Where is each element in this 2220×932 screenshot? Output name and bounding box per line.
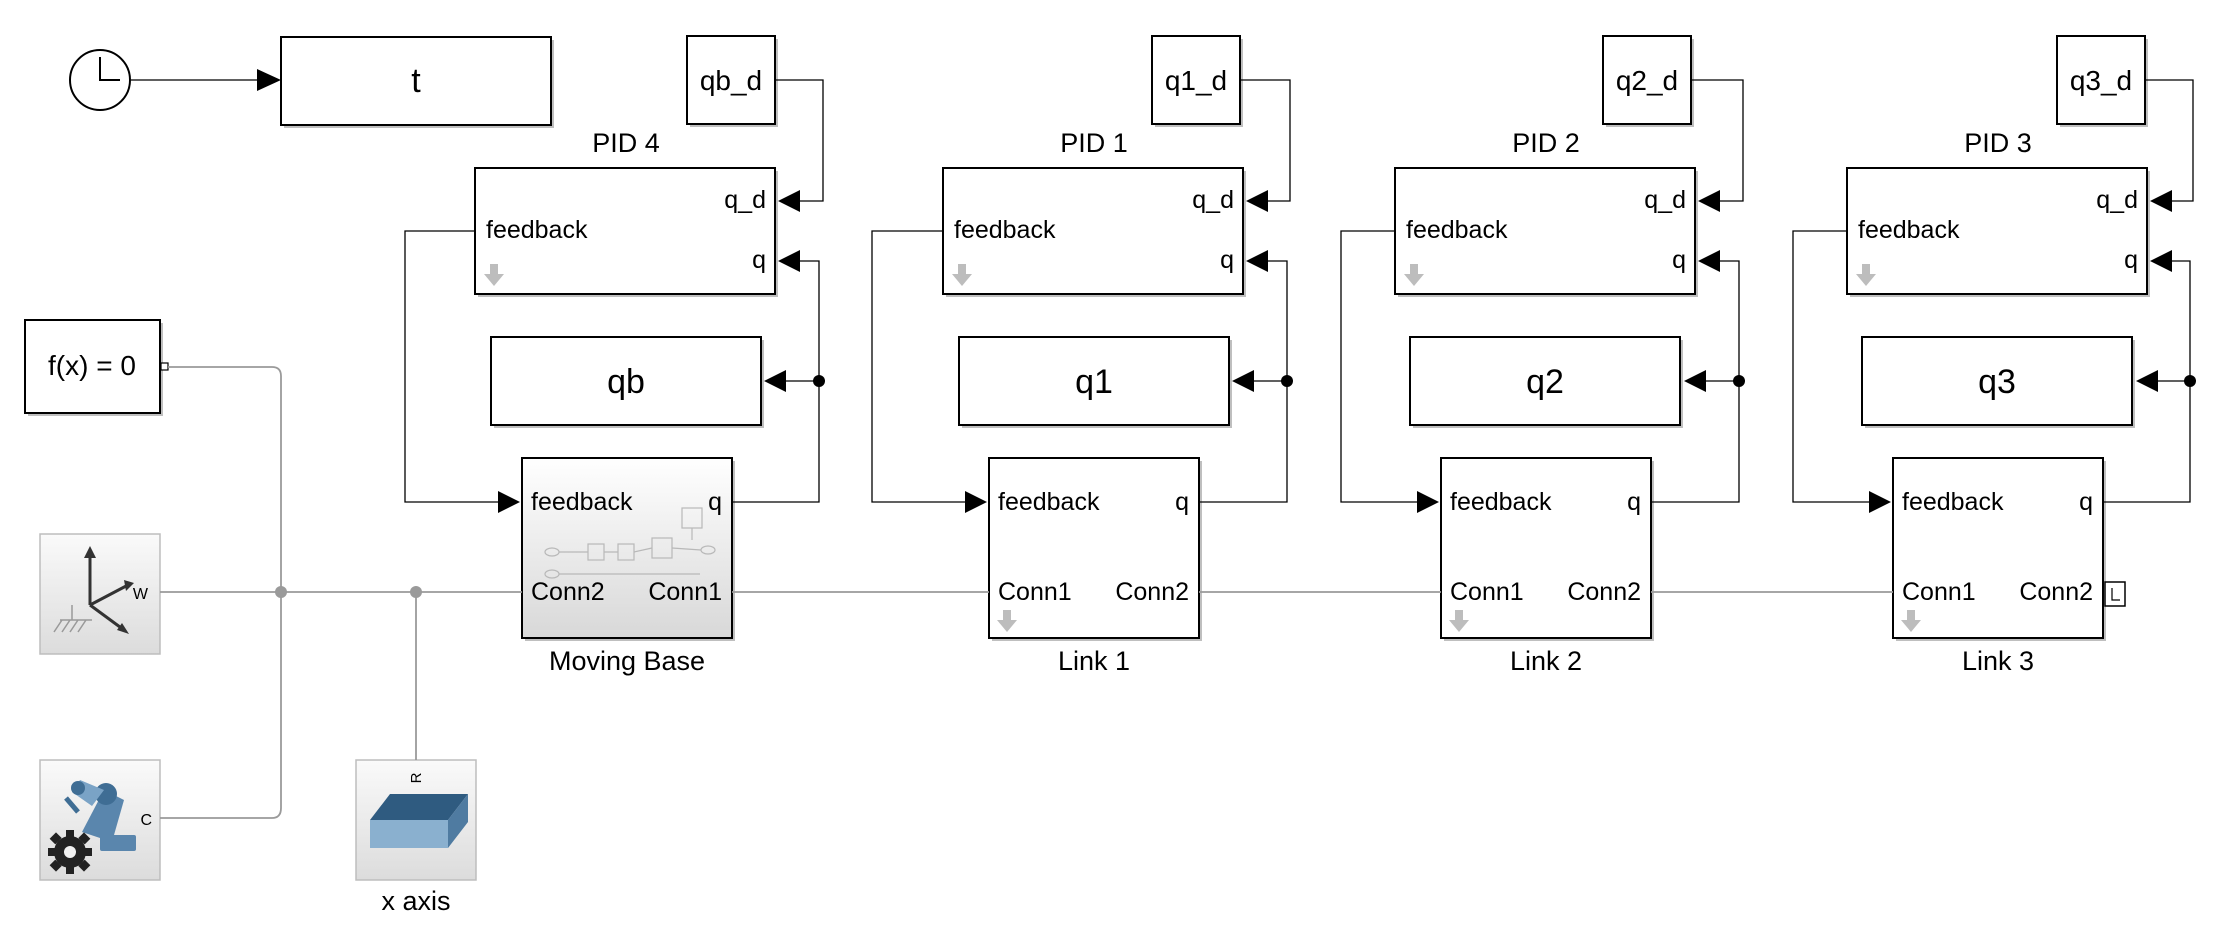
pid-port-feedback: feedback xyxy=(1858,216,1960,244)
link-port-feedback: feedback xyxy=(1450,488,1552,516)
pid-port-qd: q_d xyxy=(2096,186,2138,214)
world-frame-icon xyxy=(53,546,134,634)
link-title: Link 3 xyxy=(1962,646,2034,676)
x-axis-port-label: R xyxy=(408,772,425,783)
link-port-feedback: feedback xyxy=(998,488,1100,516)
link-port-feedback: feedback xyxy=(1902,488,2004,516)
pid1-block[interactable]: feedback q_d q xyxy=(942,167,1246,297)
pid-port-qd: q_d xyxy=(724,186,766,214)
display-label: qb xyxy=(607,363,645,401)
link-port-q: q xyxy=(2079,488,2093,516)
display-q3-block[interactable]: q3 xyxy=(1861,336,2135,428)
moving-base-port-conn-left: Conn2 xyxy=(531,578,605,606)
display-label: q3 xyxy=(1978,363,2016,401)
clock-block[interactable] xyxy=(69,49,131,111)
link-port-q: q xyxy=(1175,488,1189,516)
subsystem-preview-icon xyxy=(544,507,716,579)
pid-port-qd: q_d xyxy=(1192,186,1234,214)
pid-title: PID 3 xyxy=(1964,128,2032,158)
link3-block[interactable]: feedback q Conn1 Conn2 xyxy=(1892,457,2106,641)
pid-port-feedback: feedback xyxy=(954,216,1056,244)
world-frame-port-label: W xyxy=(133,586,149,603)
link-port-conn-right: Conn2 xyxy=(1567,578,1641,606)
down-arrow-icon xyxy=(1856,264,1876,286)
constant-label: q2_d xyxy=(1616,65,1678,96)
mechanism-config-block[interactable]: C xyxy=(39,759,161,881)
constant-q3-d[interactable]: q3_d xyxy=(2056,35,2148,127)
down-arrow-icon xyxy=(952,264,972,286)
pid-port-q: q xyxy=(752,246,766,274)
physical-connection-lines xyxy=(160,366,1893,819)
pid-port-feedback: feedback xyxy=(1406,216,1508,244)
constant-q2-d[interactable]: q2_d xyxy=(1602,35,1694,127)
pid3-block[interactable]: feedback q_d q xyxy=(1846,167,2150,297)
down-arrow-icon xyxy=(1404,264,1424,286)
solver-config-block[interactable]: f(x) = 0 xyxy=(24,319,169,416)
solver-label: f(x) = 0 xyxy=(48,350,136,381)
down-arrow-icon xyxy=(484,264,504,286)
x-axis-block[interactable]: R xyxy=(355,759,477,881)
display-t-block[interactable]: t xyxy=(280,36,554,128)
link2-block[interactable]: feedback q Conn1 Conn2 xyxy=(1440,457,1654,641)
pid-port-q: q xyxy=(1220,246,1234,274)
pid-port-q: q xyxy=(2124,246,2138,274)
pid-port-qd: q_d xyxy=(1644,186,1686,214)
link-title: Link 1 xyxy=(1058,646,1130,676)
link-port-conn-right: Conn2 xyxy=(2019,578,2093,606)
link1-block[interactable]: feedback q Conn1 Conn2 xyxy=(988,457,1202,641)
down-arrow-icon xyxy=(1901,610,1921,632)
link-port-conn-right: Conn2 xyxy=(1115,578,1189,606)
link-port-conn-left: Conn1 xyxy=(1902,578,1976,606)
mechanism-config-port-label: C xyxy=(140,812,152,829)
pid4-block[interactable]: feedback q_d q xyxy=(474,167,778,297)
moving-base-block[interactable]: feedback q Conn2 Conn1 xyxy=(521,457,735,641)
constant-label: q3_d xyxy=(2070,65,2132,96)
link-port-q: q xyxy=(1627,488,1641,516)
display-q1-block[interactable]: q1 xyxy=(958,336,1232,428)
link-port-conn-left: Conn1 xyxy=(1450,578,1524,606)
brick-solid-icon xyxy=(370,794,468,848)
world-frame-block[interactable]: W xyxy=(39,533,161,655)
display-q2-block[interactable]: q2 xyxy=(1409,336,1683,428)
moving-base-port-feedback: feedback xyxy=(531,488,633,516)
pid-title: PID 1 xyxy=(1060,128,1128,158)
x-axis-title: x axis xyxy=(381,886,450,916)
pid2-block[interactable]: feedback q_d q xyxy=(1394,167,1698,297)
moving-base-title: Moving Base xyxy=(549,646,705,676)
display-label: q1 xyxy=(1075,363,1113,401)
moving-base-port-q: q xyxy=(708,488,722,516)
solver-port[interactable] xyxy=(160,362,169,371)
pid-port-feedback: feedback xyxy=(486,216,588,244)
display-qb-block[interactable]: qb xyxy=(490,336,764,428)
constant-q1-d[interactable]: q1_d xyxy=(1151,35,1243,127)
signal-lines xyxy=(404,79,2196,513)
down-arrow-icon xyxy=(1449,610,1469,632)
constant-qb-d[interactable]: qb_d xyxy=(686,35,778,127)
down-arrow-icon xyxy=(997,610,1017,632)
open-port-marker[interactable] xyxy=(2104,581,2126,607)
pid-title: PID 2 xyxy=(1512,128,1580,158)
link-title: Link 2 xyxy=(1510,646,1582,676)
moving-base-port-conn-right: Conn1 xyxy=(648,578,722,606)
arrowhead xyxy=(257,69,281,91)
constant-label: q1_d xyxy=(1165,65,1227,96)
pid-title: PID 4 xyxy=(592,128,660,158)
display-t-label: t xyxy=(411,62,421,100)
robot-gear-icon xyxy=(48,780,136,874)
display-label: q2 xyxy=(1526,363,1564,401)
pid-port-q: q xyxy=(1672,246,1686,274)
constant-label: qb_d xyxy=(700,65,762,96)
link-port-conn-left: Conn1 xyxy=(998,578,1072,606)
